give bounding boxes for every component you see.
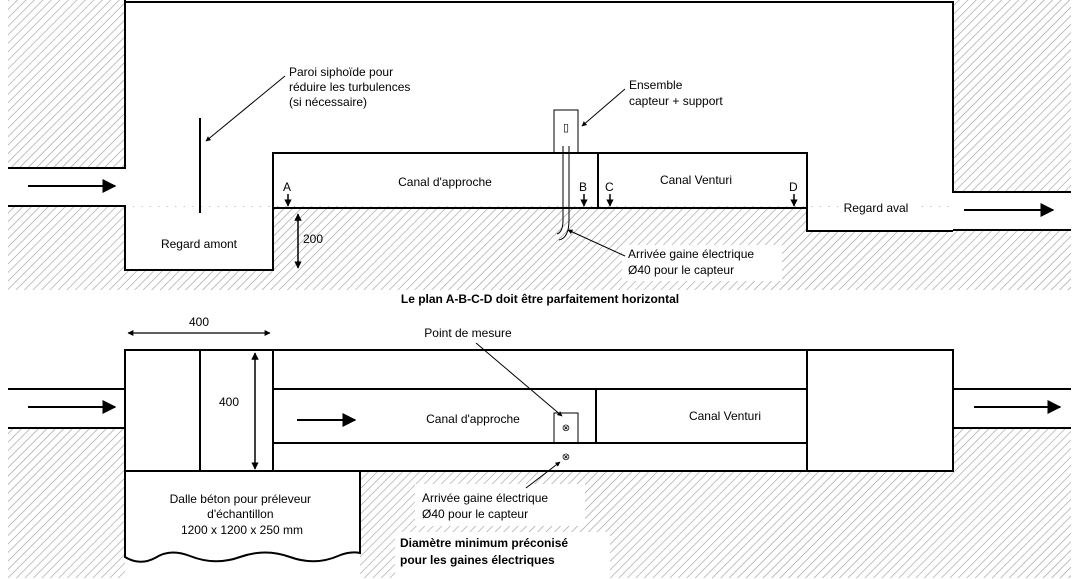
plan-inlet-pipe [8, 388, 125, 429]
plan-approach-channel-label: Canal d'approche [426, 412, 520, 426]
approach-channel-label: Canal d'approche [398, 175, 492, 189]
conduit-note-section: Arrivée gaine électrique Ø40 pour le cap… [628, 247, 757, 277]
baffle-note: Paroi siphoïde pour réduire les turbulen… [289, 65, 414, 109]
point-c-label: C [605, 180, 614, 194]
plan-venturi-channel-label: Canal Venturi [689, 409, 761, 423]
ground-right-hatch [953, 0, 1071, 192]
sensor-support [553, 109, 579, 154]
venturi-channel-label: Canal Venturi [660, 173, 732, 187]
point-d-label: D [789, 180, 798, 194]
sensor-cable [556, 146, 570, 241]
inlet-pipe-section [8, 0, 274, 271]
baffle-leader [205, 75, 286, 142]
measure-point-icon: ⊗ [562, 423, 570, 434]
measure-point-leader [475, 342, 563, 417]
plan-ground-left-hatch [8, 428, 125, 578]
horizontal-plane-note: Le plan A-B-C-D doit être parfaitement h… [401, 292, 679, 306]
ground-left-hatch [8, 0, 125, 168]
sensor-leader [581, 88, 626, 127]
dimension-width-label: 400 [189, 315, 209, 329]
diameter-note: Diamètre minimum préconisé pour les gain… [400, 536, 571, 567]
dimension-height-label: 400 [219, 395, 239, 409]
downstream-chamber-label: Regard aval [844, 201, 909, 215]
sensor-note: Ensemble capteur + support [629, 78, 723, 108]
downstream-chamber-floor [806, 208, 953, 232]
conduit-leader-plan [525, 461, 561, 489]
plan-venturi-channel [595, 388, 808, 444]
concrete-slab [124, 470, 361, 563]
section-view: ▯ A B C D 200 Canal d'approche Canal Ven… [8, 0, 1071, 290]
plan-outer-box [124, 349, 954, 472]
svg-text:▯: ▯ [563, 122, 569, 134]
slab-note: Dalle béton pour préleveur d'échantillon… [170, 492, 315, 537]
point-b-label: B [579, 180, 587, 194]
upstream-chamber-label: Regard amont [161, 237, 238, 251]
conduit-note-plan: Arrivée gaine électrique Ø40 pour le cap… [422, 491, 551, 521]
point-a-label: A [283, 180, 291, 194]
plan-view: Dalle béton pour préleveur d'échantillon… [8, 315, 1071, 578]
plan-ground-right-hatch [953, 428, 1071, 473]
dimension-200-label: 200 [303, 232, 323, 246]
measure-point-label: Point de mesure [424, 326, 512, 340]
conduit-point-icon: ⊗ [562, 452, 570, 463]
plan-outlet-pipe [953, 388, 1071, 429]
measure-point-box [553, 412, 579, 444]
conduit-leader-section [567, 229, 626, 257]
chamber-top-wall [125, 1, 1071, 231]
